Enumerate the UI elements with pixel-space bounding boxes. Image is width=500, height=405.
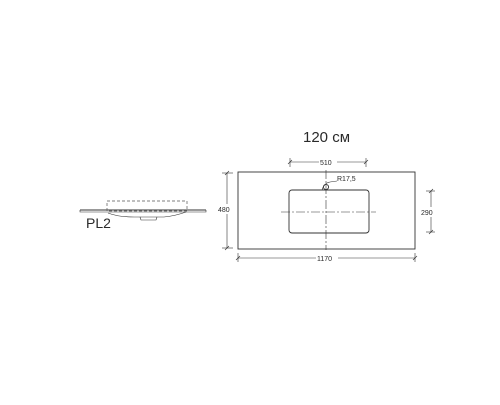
side-profile-view: PL2 xyxy=(79,200,207,231)
corner-radius-label: R17,5 xyxy=(337,176,356,183)
radius-leader xyxy=(321,180,338,191)
bowl-width-dimension: 510 xyxy=(287,157,369,167)
drawing-title: 120 см xyxy=(303,129,350,146)
total-depth-dimension: 480 xyxy=(216,170,235,251)
total-depth-label: 480 xyxy=(218,207,230,214)
basin-bowl-outline xyxy=(288,189,370,234)
top-view: R17,5 510 480 xyxy=(216,157,439,263)
bowl-depth-label: 290 xyxy=(421,210,433,217)
total-width-label: 1170 xyxy=(317,256,332,263)
drain-outlet xyxy=(139,216,158,221)
basin-underside xyxy=(107,211,187,218)
model-code-label: PL2 xyxy=(86,215,111,231)
countertop-slab xyxy=(79,210,207,213)
bowl-depth-dimension: 290 xyxy=(420,188,439,235)
total-width-dimension: 1170 xyxy=(235,253,418,263)
bowl-width-label: 510 xyxy=(320,160,332,167)
countertop-outline xyxy=(237,171,416,250)
basin-hidden-outline xyxy=(106,200,188,212)
